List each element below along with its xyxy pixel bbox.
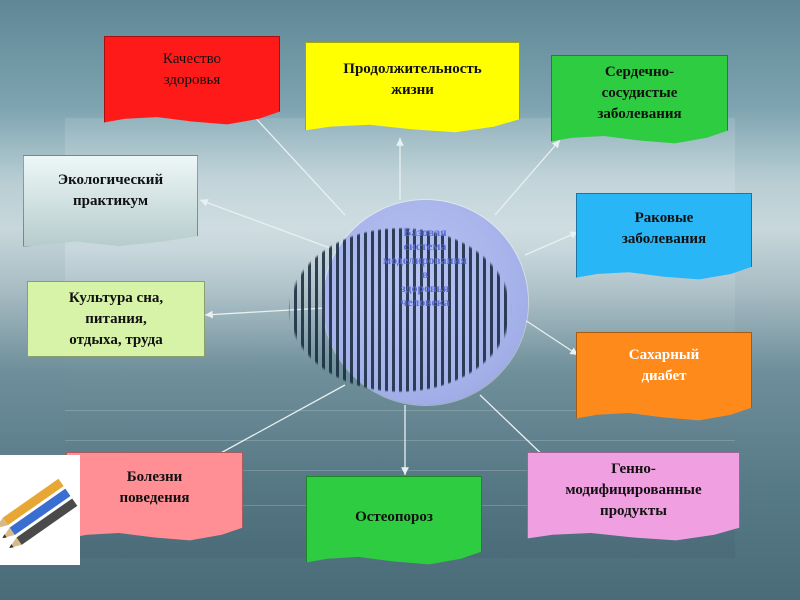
box-rakovye-zabolevaniya: Раковые заболевания <box>576 193 752 283</box>
box-prodolzhitelnost-zhizni: Продолжительность жизни <box>305 42 520 136</box>
pencils-icon <box>0 455 80 565</box>
box-osteoporoz: Остеопороз <box>306 476 482 568</box>
box-ekologicheskiy-praktikum: Экологический практикум <box>23 155 198 247</box>
box-kultura-sna: Культура сна, питания, отдыха, труда <box>27 281 205 357</box>
box-bolezni-povedeniya: Болезни поведения <box>66 452 243 544</box>
box-saharnyy-diabet: Сахарный диабет <box>576 332 752 424</box>
box-genno-modificirovannye: Генно- модифицированные продукты <box>527 452 740 544</box>
box-kachestvo-zdorovya: Качество здоровья <box>104 36 280 128</box>
center-label: Базовая система моделирования в здоровья… <box>330 225 520 309</box>
box-serdechno-sosudistye: Сердечно- сосудистые заболевания <box>551 55 728 147</box>
